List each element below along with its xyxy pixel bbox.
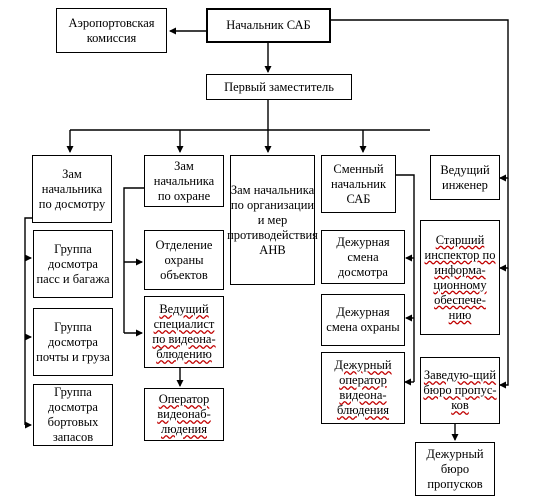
node-dep-screening: Зам начальника по досмотру (32, 155, 112, 223)
security-bus (123, 187, 144, 333)
node-commission: Аэропортовская комиссия (56, 8, 167, 53)
node-duty-video: Дежурный оператор видеона-блюдения (321, 352, 405, 424)
node-video-operator: Оператор видеонаб-людения (144, 388, 224, 441)
screening-bus (24, 217, 32, 425)
node-senior-inspector: Старший инспектор по информа-ционному об… (420, 220, 500, 335)
node-dep-security: Зам начальника по охране (144, 155, 224, 207)
node-video-specialist: Ведущий специалист по видеона-блюдению (144, 296, 224, 368)
node-first-deputy: Первый заместитель (206, 74, 352, 100)
edge-head-lead-engineer (331, 19, 509, 182)
node-head: Начальник САБ (206, 8, 331, 43)
node-dep-org: Зам начальника по организации и мер прот… (227, 155, 318, 285)
node-grp-mail: Группа досмотра почты и груза (33, 308, 113, 376)
node-lead-engineer: Ведущий инженер (430, 155, 500, 200)
node-duty-guard: Дежурная смена охраны (321, 294, 405, 346)
node-shift-head: Сменный начальник САБ (321, 155, 396, 213)
shift-bus (396, 174, 415, 382)
node-grp-pax: Группа досмотра пасс и багажа (33, 230, 113, 298)
edge-head-pass-office (499, 268, 509, 389)
node-duty-screening: Дежурная смена досмотра (321, 230, 405, 284)
node-grp-board: Группа досмотра бортовых запасов (33, 384, 113, 446)
node-pass-office-head: Заведую-щий бюро пропус-ков (420, 357, 500, 424)
edge-head-senior-inspector (499, 178, 509, 272)
node-pass-office-duty: Дежурный бюро пропусков (415, 442, 495, 496)
node-obj-guard: Отделение охраны объектов (144, 230, 224, 290)
